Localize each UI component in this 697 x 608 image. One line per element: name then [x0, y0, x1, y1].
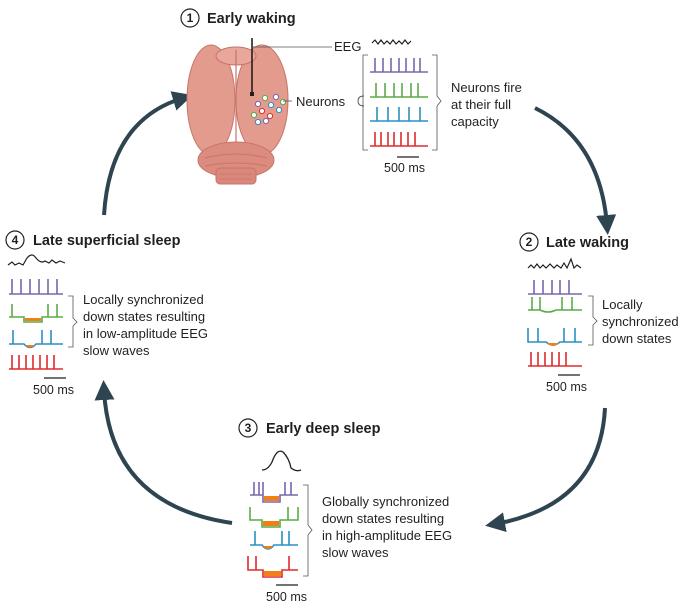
spike-train-green	[249, 507, 299, 528]
spike-train-purple	[9, 279, 63, 295]
description-line: down states resulting	[83, 309, 205, 324]
down-state	[264, 496, 279, 501]
trace-bracket	[588, 295, 598, 346]
stage-title: Early waking	[207, 11, 296, 27]
description-line: down states	[602, 331, 672, 346]
stage-number-badge	[238, 418, 258, 438]
spike-train-blue	[527, 328, 582, 346]
stage-2: 2 Late waking 500 ms Locally synchronize…	[519, 232, 679, 394]
spike-train-green	[370, 83, 428, 98]
spike-train-purple	[528, 280, 582, 295]
spike-train-blue	[370, 107, 428, 122]
spike-train-red	[528, 352, 582, 367]
stage-title: Late waking	[546, 235, 629, 251]
mouse-brain-illustration	[186, 38, 289, 185]
spike-train-red	[247, 556, 298, 578]
description-line: Locally	[602, 297, 643, 312]
description-line: at their full	[451, 97, 511, 112]
description-line: Locally synchronized	[83, 292, 204, 307]
down-state	[264, 571, 281, 576]
eeg-trace	[371, 39, 412, 45]
arrow-2-to-3	[485, 407, 607, 533]
eeg-label: EEG	[334, 39, 361, 54]
stage-title: Late superficial sleep	[33, 233, 181, 249]
description-line: slow waves	[83, 343, 150, 358]
arrow-1-to-2	[534, 106, 617, 235]
stage-number: 3	[245, 421, 252, 435]
down-state	[547, 343, 559, 346]
stage-number-badge	[519, 232, 539, 252]
arrow-3-to-4	[94, 380, 233, 525]
description-line: slow waves	[322, 545, 389, 560]
trace-bracket	[68, 295, 78, 348]
stage-number-badge	[5, 230, 25, 250]
stage-4: 4 Late superficial sleep 500 ms Locally …	[5, 230, 208, 397]
down-state	[263, 521, 279, 526]
description-line: synchronized	[602, 314, 679, 329]
stage-title: Early deep sleep	[266, 421, 381, 437]
description-line: Neurons fire	[451, 80, 522, 95]
spike-trains	[527, 280, 582, 367]
cycle-arrows	[94, 91, 617, 533]
down-state	[25, 318, 41, 321]
down-state	[263, 546, 273, 549]
description-line: in high-amplitude EEG	[322, 528, 452, 543]
eeg-trace	[261, 450, 302, 472]
spike-train-blue	[250, 531, 298, 550]
spike-train-purple	[250, 482, 298, 503]
arrow-4-to-1	[102, 91, 193, 216]
trace-bracket	[303, 484, 313, 577]
description-line: capacity	[451, 114, 499, 129]
stage-number: 1	[187, 11, 194, 25]
spike-train-blue	[9, 330, 63, 349]
spike-train-purple	[370, 58, 428, 73]
stage-number: 4	[12, 233, 19, 247]
trace-bracket-left	[362, 54, 368, 151]
stage-number-badge	[180, 8, 200, 28]
description-line: Globally synchronized	[322, 494, 449, 509]
scale-bar-label: 500 ms	[384, 161, 425, 175]
eeg-trace	[527, 257, 582, 270]
spike-train-green	[528, 297, 582, 313]
spike-trains	[247, 482, 299, 578]
spike-train-green	[9, 304, 63, 323]
spike-train-red	[370, 132, 428, 147]
spike-trains	[9, 279, 63, 370]
description-line: down states resulting	[322, 511, 444, 526]
spike-train-red	[9, 355, 63, 370]
stage-1: 1 Early waking	[180, 8, 522, 185]
neurons-label: Neurons	[296, 94, 346, 109]
eeg-trace	[7, 254, 66, 266]
down-state	[25, 345, 35, 348]
scale-bar-label: 500 ms	[33, 383, 74, 397]
neuron-cluster	[250, 93, 287, 126]
scale-bar-label: 500 ms	[266, 590, 307, 604]
trace-bracket-right	[432, 54, 442, 151]
stage-3: 3 Early deep sleep 500 ms Globally synch…	[238, 418, 452, 604]
description-line: in low-amplitude EEG	[83, 326, 208, 341]
spike-trains	[370, 58, 428, 147]
scale-bar-label: 500 ms	[546, 380, 587, 394]
stage-number: 2	[526, 235, 533, 249]
